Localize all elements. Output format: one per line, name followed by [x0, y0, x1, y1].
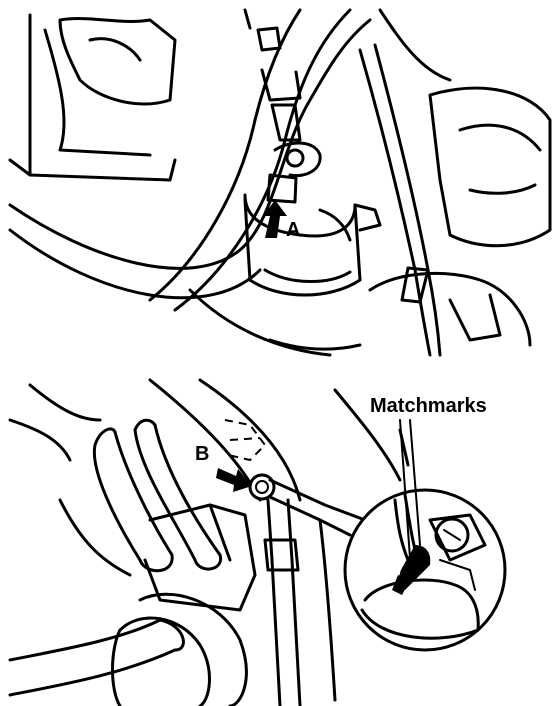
arrow-a	[263, 200, 287, 238]
arrow-b	[216, 468, 252, 492]
matchmarks-leader	[399, 419, 411, 559]
top-view: A	[8, 8, 552, 357]
label-matchmarks: Matchmarks	[370, 395, 487, 417]
bolt-b	[248, 473, 276, 501]
label-a: A	[286, 219, 300, 241]
label-b: B	[195, 443, 209, 465]
bottom-view: B M	[8, 378, 507, 706]
inset-detail	[360, 493, 487, 640]
